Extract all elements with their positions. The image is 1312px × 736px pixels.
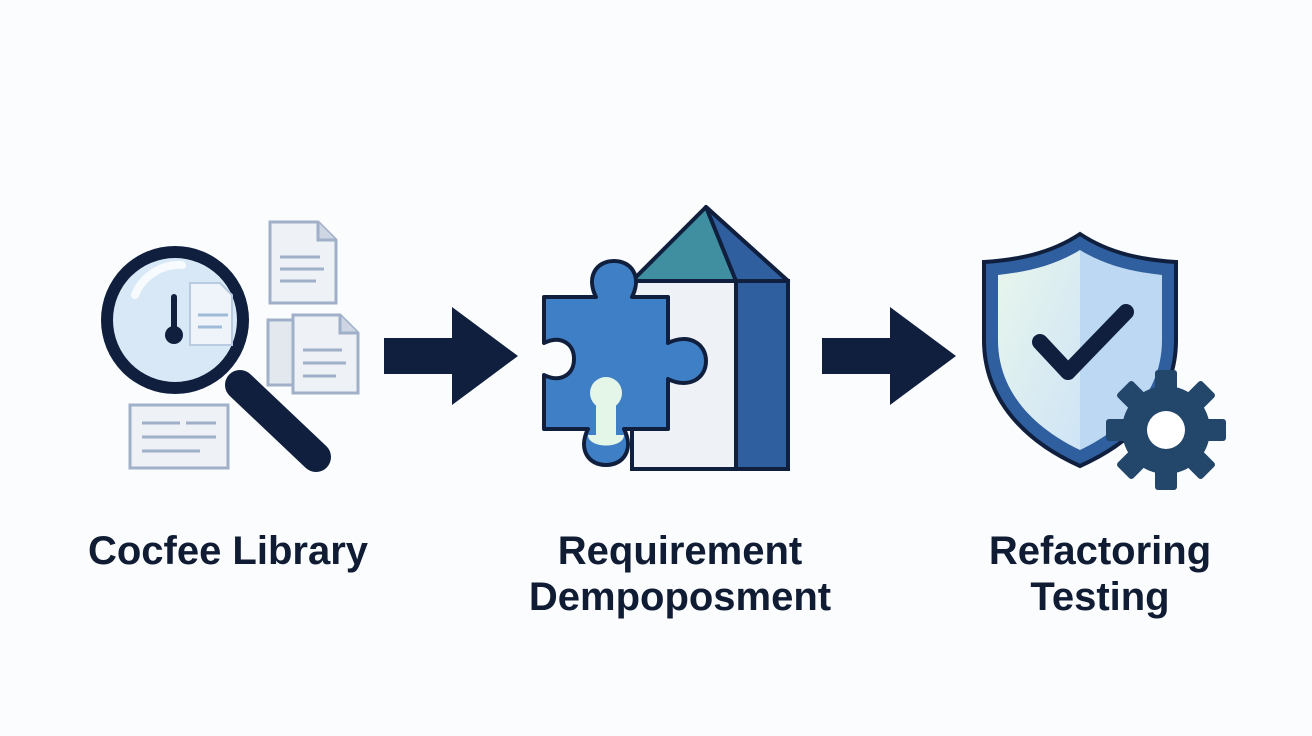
step-2-label-line-2: Dempoposment — [528, 575, 832, 619]
step-2-icon — [540, 203, 790, 473]
arrow-right-icon — [822, 307, 956, 405]
step-3-label-line-2: Testing — [1030, 575, 1170, 619]
magnifier-documents-icon — [101, 220, 360, 472]
puzzle-block-icon — [542, 205, 790, 471]
step-1-icon — [90, 215, 370, 485]
step-3-label: Refactoring Testing — [960, 528, 1240, 620]
connector-arrow-1 — [382, 305, 522, 407]
arrow-right-icon — [384, 307, 518, 405]
document-icon — [268, 220, 338, 305]
gear-icon — [1106, 370, 1226, 490]
step-3-label-line-1: Refactoring — [988, 529, 1212, 573]
step-2-label: Requirement Dempoposment — [515, 528, 845, 620]
step-3-icon — [980, 230, 1240, 495]
step-2-label-line-1: Requirement — [557, 529, 803, 573]
shield-gear-icon — [982, 231, 1226, 490]
step-1-label: Cocfee Library — [78, 528, 378, 574]
step-1-label-line-1: Cocfee Library — [87, 529, 369, 573]
document-icon — [266, 313, 360, 395]
connector-arrow-2 — [820, 305, 960, 407]
document-icon — [128, 403, 230, 470]
